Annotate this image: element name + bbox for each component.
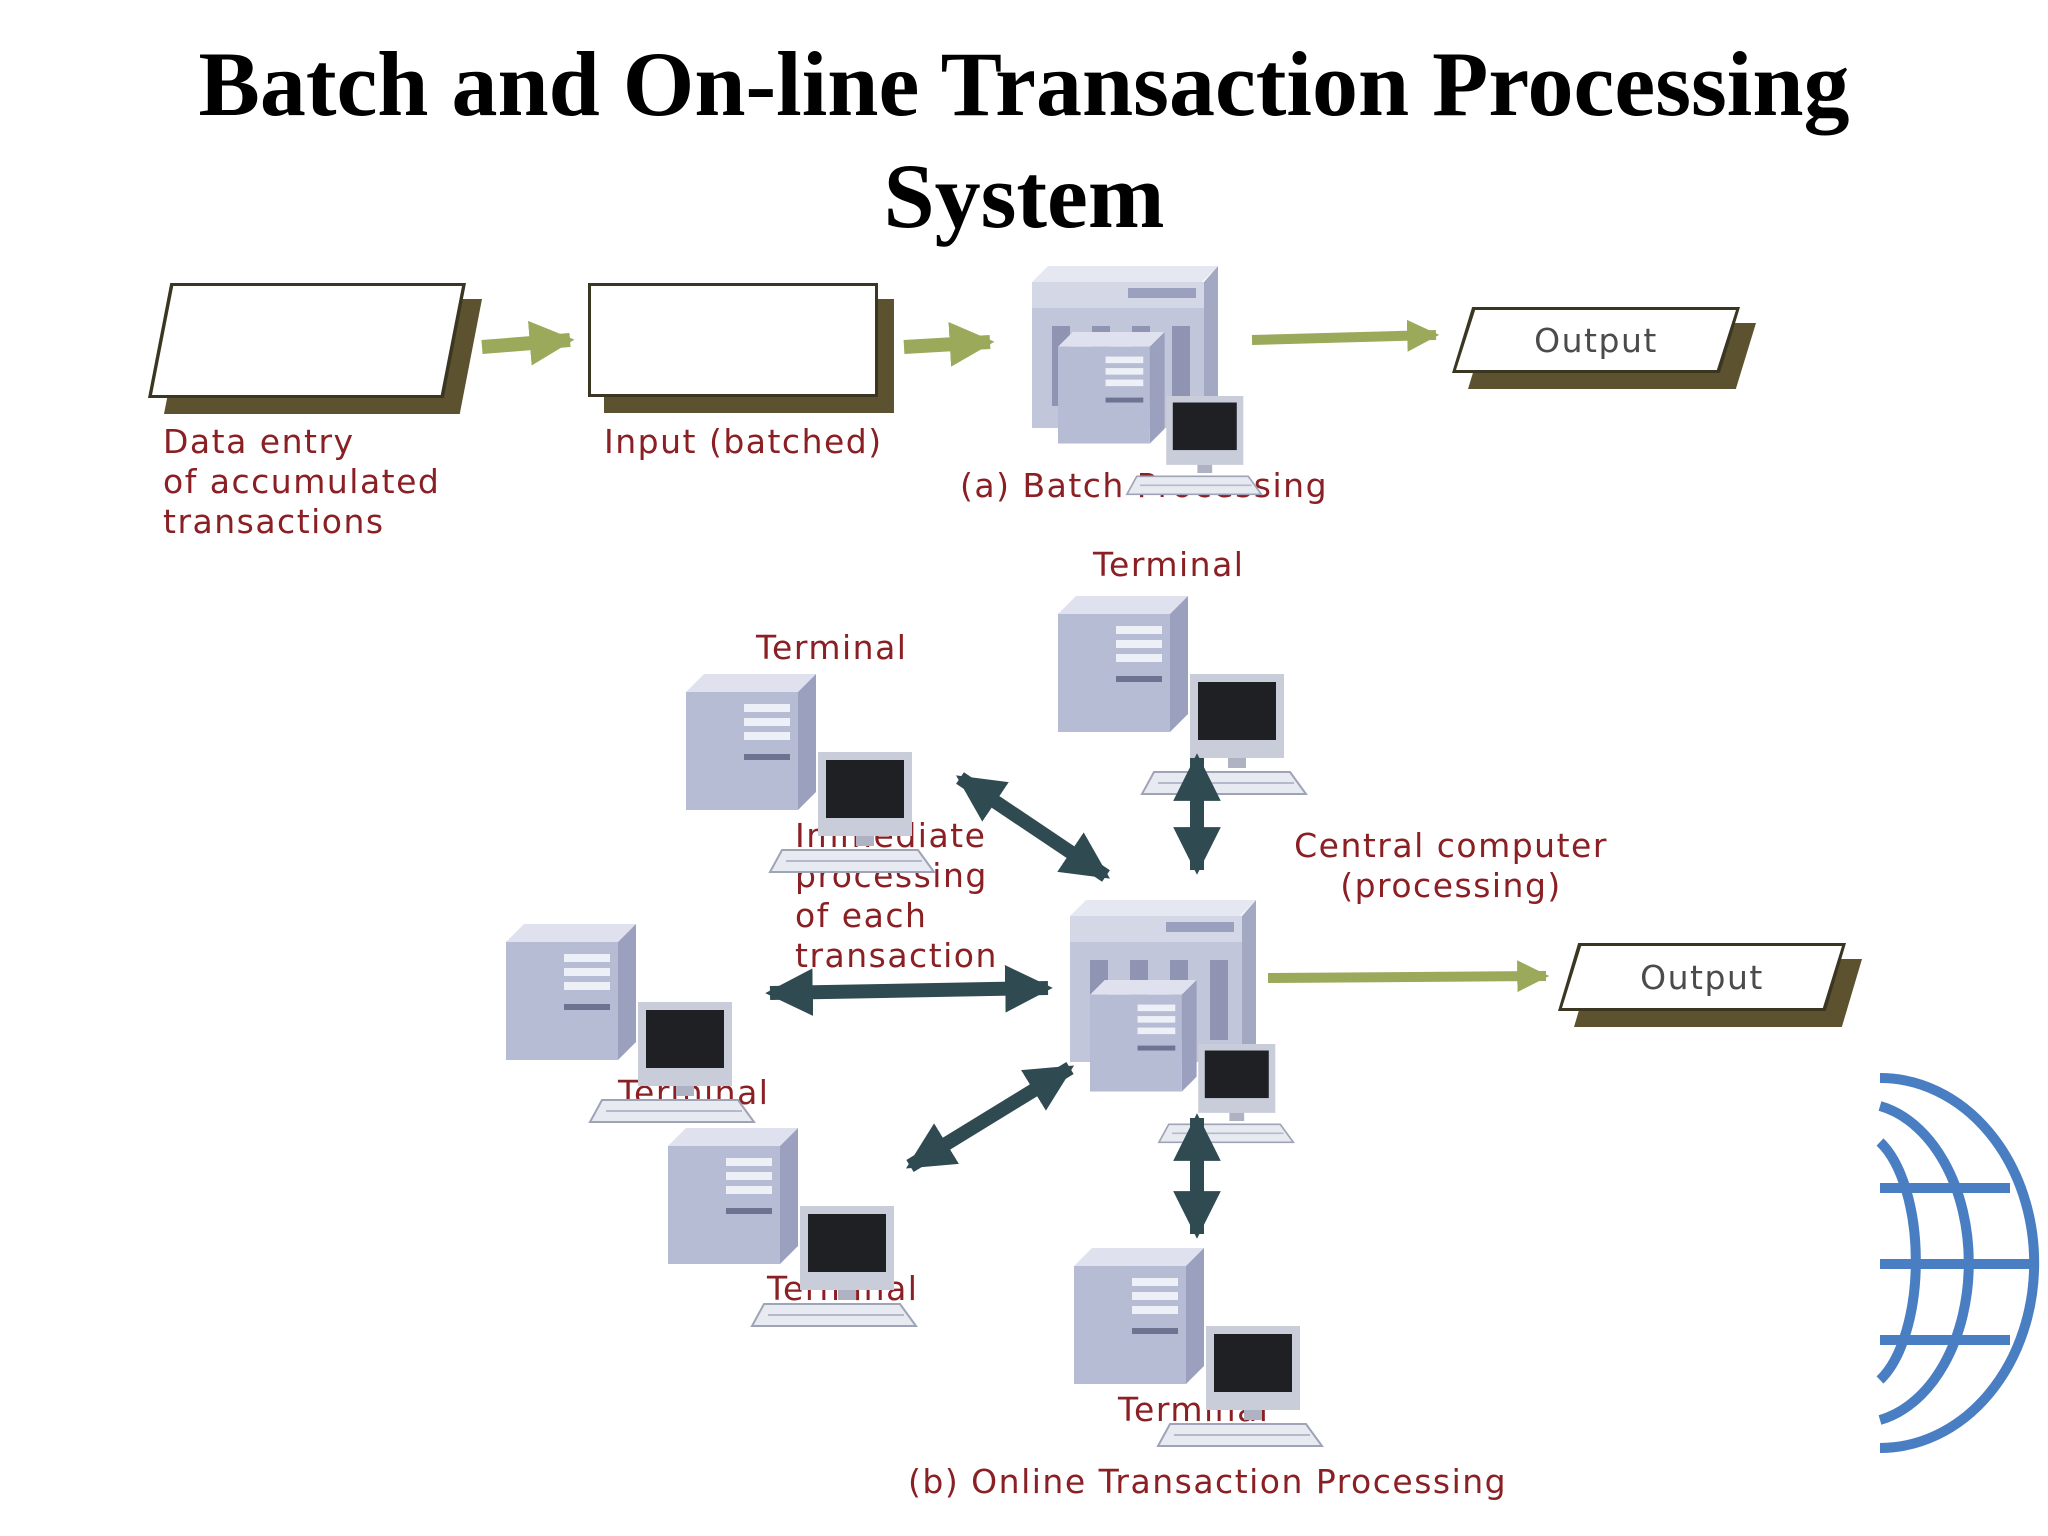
terminal-left-computer-icon bbox=[505, 923, 755, 1123]
link-arrow-lower-left bbox=[905, 1062, 1075, 1172]
flow-arrow-3 bbox=[1251, 319, 1440, 352]
online-flow-arrow bbox=[1267, 960, 1550, 993]
globe-icon bbox=[1876, 1073, 2040, 1453]
title-line-1: Batch and On-line Transaction Processing bbox=[198, 33, 1850, 135]
link-arrow-upper-left bbox=[956, 772, 1110, 882]
flow-arrow-1 bbox=[481, 320, 575, 366]
input-batched-label: Input (batched) bbox=[604, 422, 883, 461]
terminal-label-top: Terminal bbox=[1093, 545, 1245, 584]
online-output-label: Output bbox=[1640, 957, 1764, 997]
flow-arrow-2 bbox=[903, 321, 995, 367]
batch-computer-icon bbox=[1057, 331, 1263, 496]
online-output-shape: Output bbox=[1558, 943, 1862, 1027]
terminal-bottom-computer-icon bbox=[1073, 1247, 1323, 1447]
input-batched-shape bbox=[588, 283, 894, 413]
link-arrow-left bbox=[765, 964, 1053, 1017]
data-entry-label: Data entry of accumulated transactions bbox=[163, 422, 441, 541]
terminal-upper-left-computer-icon bbox=[685, 673, 935, 873]
batch-output-shape: Output bbox=[1452, 307, 1756, 389]
title-line-2: System bbox=[883, 145, 1165, 247]
batch-output-label: Output bbox=[1534, 320, 1658, 360]
terminal-lower-left-computer-icon bbox=[667, 1127, 917, 1327]
page-title: Batch and On-line Transaction Processing… bbox=[0, 28, 2048, 252]
data-entry-shape bbox=[148, 283, 482, 414]
terminal-top-computer-icon bbox=[1057, 595, 1307, 795]
online-caption: (b) Online Transaction Processing bbox=[908, 1462, 1508, 1501]
central-computer-label: Central computer (processing) bbox=[1294, 826, 1608, 905]
terminal-label-upper-left: Terminal bbox=[756, 628, 908, 667]
